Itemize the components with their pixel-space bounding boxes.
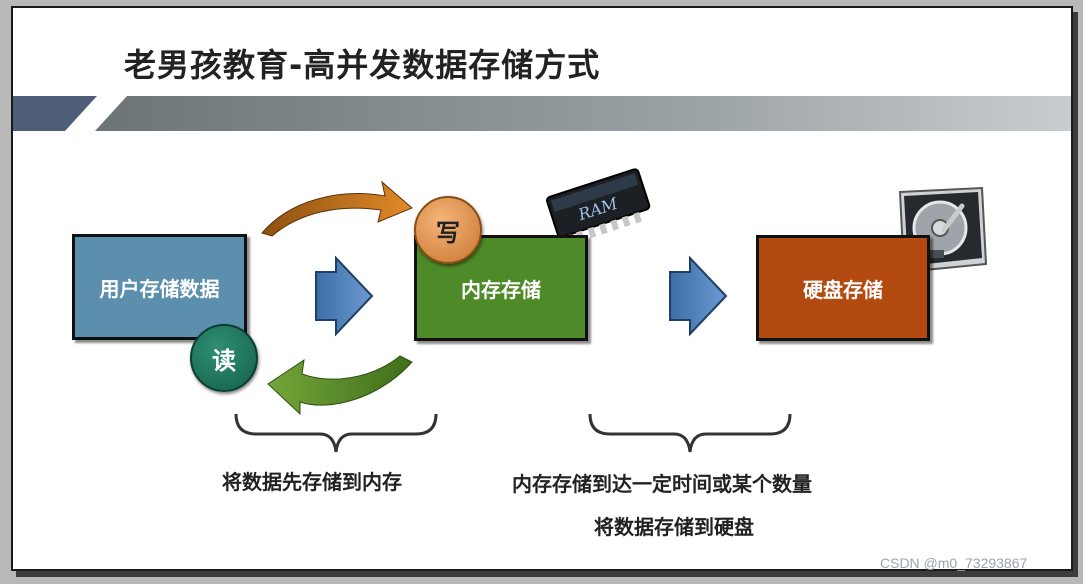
disk-storage-box: 硬盘存储	[756, 235, 930, 341]
read-curve-arrow	[267, 355, 413, 416]
watermark: CSDN @m0_73293867	[880, 555, 1028, 571]
brace-left	[234, 413, 438, 453]
read-badge-label: 读	[212, 346, 236, 375]
banner-left-stripe	[13, 96, 97, 131]
write-curve-arrow	[261, 180, 413, 237]
disk-storage-label: 硬盘存储	[803, 277, 883, 302]
note-save-to-disk: 将数据存储到硬盘	[594, 515, 754, 539]
brace-right	[588, 413, 792, 453]
page-title: 老男孩教育-高并发数据存储方式	[124, 46, 601, 84]
write-badge-label: 写	[436, 218, 460, 247]
arrow-memory-to-disk	[669, 255, 728, 337]
read-badge: 读	[190, 324, 258, 392]
note-memory-first: 将数据先存储到内存	[222, 470, 402, 494]
arrow-user-to-memory	[315, 255, 374, 337]
note-flush-condition: 内存存储到达一定时间或某个数量	[512, 472, 812, 496]
banner-main-stripe	[95, 96, 1071, 131]
write-badge: 写	[414, 196, 482, 264]
user-storage-label: 用户存储数据	[99, 276, 220, 301]
memory-storage-label: 内存存储	[461, 277, 541, 302]
user-storage-box: 用户存储数据	[72, 234, 247, 340]
